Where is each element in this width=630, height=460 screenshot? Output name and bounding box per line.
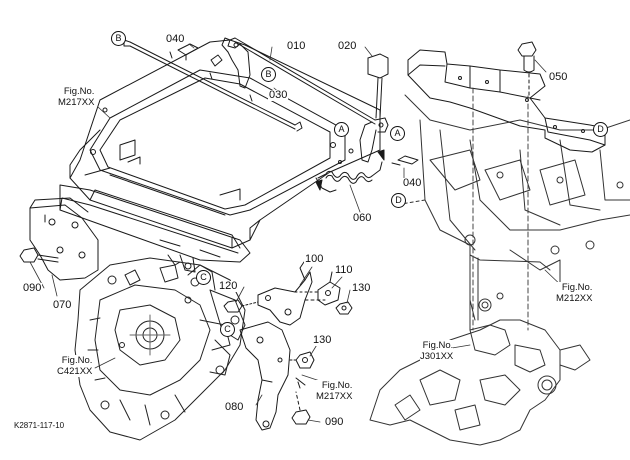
part-label-060: 060 [352, 212, 373, 224]
fig-ref-m212: Fig.No. M212XX [556, 282, 593, 304]
fig-ref-m217-bottom: Fig.No. M217XX [316, 380, 353, 402]
fig-ref-label: Fig.No. [63, 86, 95, 97]
bolts-090 [19, 247, 311, 425]
ref-marker-d-plate: D [593, 122, 608, 137]
fig-ref-number: J301XX [420, 351, 454, 362]
rod-030 [123, 39, 303, 132]
fig-ref-number: M217XX [58, 97, 95, 108]
part-label-080: 080 [224, 401, 245, 413]
lever-assembly-010 [177, 37, 389, 163]
part-label-110: 110 [334, 264, 354, 276]
fig-ref-label: Fig.No. [61, 355, 93, 366]
fig-ref-j301: Fig.No. J301XX [420, 340, 454, 362]
fig-ref-number: C421XX [57, 366, 93, 377]
fig-ref-m217-top: Fig.No. M217XX [58, 86, 95, 108]
bracket-070 [29, 197, 99, 281]
fig-ref-label: Fig.No. [321, 380, 353, 391]
spring-060 [315, 149, 419, 193]
chassis-frame [369, 94, 630, 446]
lever-100-110 [223, 261, 353, 326]
part-label-030: 030 [268, 89, 289, 101]
drawing-code: K2871-117-10 [14, 421, 65, 430]
ref-marker-a-left: A [334, 122, 349, 137]
ref-marker-c-rail: C [196, 270, 211, 285]
part-label-120: 120 [218, 280, 239, 292]
part-label-090-bottom: 090 [324, 416, 345, 428]
part-label-100: 100 [304, 253, 325, 265]
part-label-010: 010 [286, 40, 307, 52]
seat-plate [59, 39, 381, 273]
part-label-070: 070 [52, 299, 73, 311]
fig-ref-number: M217XX [316, 391, 353, 402]
leader-lines [29, 43, 567, 423]
ref-marker-c-casing: C [220, 322, 235, 337]
fig-ref-label: Fig.No. [561, 282, 593, 293]
part-label-130-top: 130 [351, 282, 372, 294]
ref-marker-b-lever: B [261, 67, 276, 82]
fig-ref-label: Fig.No. [422, 340, 454, 351]
fig-ref-number: M212XX [556, 293, 593, 304]
fig-ref-c421: Fig.No. C421XX [57, 355, 93, 377]
part-label-050: 050 [548, 71, 569, 83]
part-label-040-right: 040 [402, 177, 423, 189]
ref-marker-a-right: A [390, 126, 405, 141]
part-label-020: 020 [337, 40, 358, 52]
ref-marker-b-top: B [111, 31, 126, 46]
ref-marker-d-hook: D [391, 193, 406, 208]
arm-080 [239, 321, 315, 431]
part-label-090-left: 090 [22, 282, 43, 294]
part-label-040-top: 040 [165, 33, 186, 45]
part-label-130-bottom: 130 [312, 334, 333, 346]
